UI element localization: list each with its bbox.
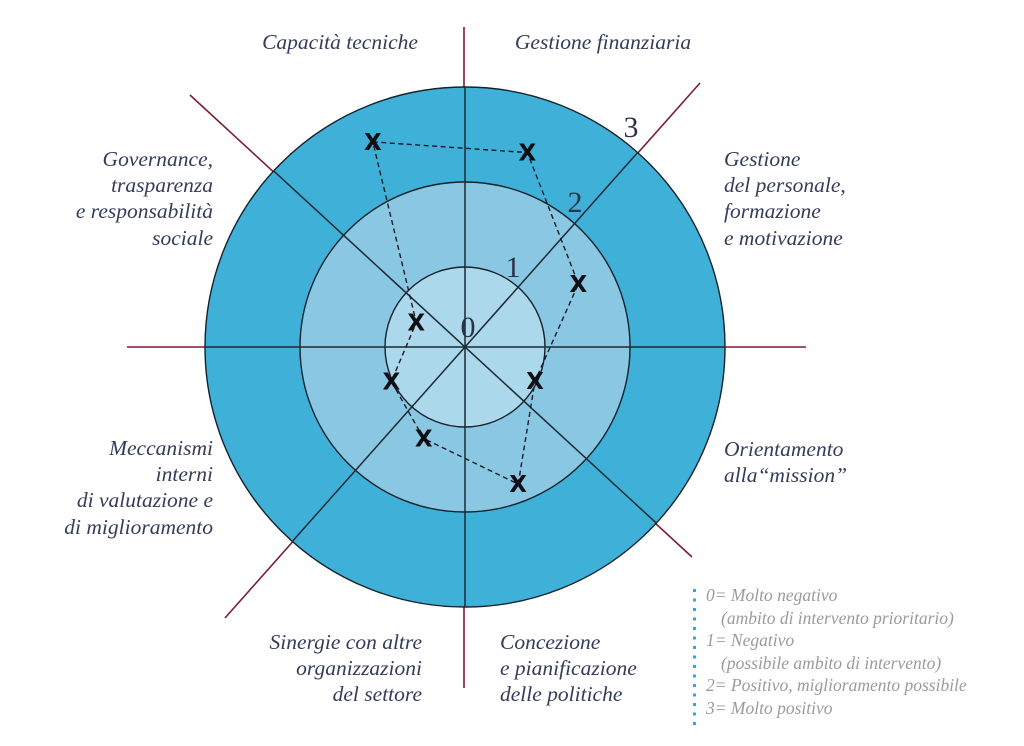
ring-value-label-2: 2 xyxy=(568,186,583,219)
sector-label-governance: Governance, trasparenza e responsabilità… xyxy=(75,147,213,250)
score-marker-5: X xyxy=(415,426,433,452)
score-marker-4: X xyxy=(509,472,527,498)
ring-value-label-0: 0 xyxy=(461,311,476,344)
scale-legend: 0= Molto negativo(ambito di intervento p… xyxy=(693,584,967,729)
legend-item: 1= Negativo xyxy=(706,630,795,651)
score-marker-6: X xyxy=(382,369,400,395)
score-marker-2: X xyxy=(570,272,588,298)
sector-label-concezione-politiche: Concezione e pianificazione delle politi… xyxy=(500,630,637,707)
score-marker-1: X xyxy=(519,141,537,167)
legend-item: 3= Molto positivo xyxy=(706,697,833,718)
sector-label-orientamento-mission: Orientamento alla“mission” xyxy=(724,437,848,488)
ring-value-label-3: 3 xyxy=(624,111,639,144)
legend-lines: 0= Molto negativo(ambito di intervento p… xyxy=(706,584,967,729)
score-marker-7: X xyxy=(407,311,425,337)
legend-item: 0= Molto negativo xyxy=(706,585,838,605)
sector-label-sinergie-settore: Sinergie con altre organizzazioni del se… xyxy=(269,630,422,707)
legend-item: (ambito di intervento prioritario) xyxy=(721,607,954,628)
spoke-inner-line xyxy=(273,170,657,524)
score-marker-0: X xyxy=(364,130,382,156)
sector-label-gestione-finanziaria: Gestione finanziaria xyxy=(514,30,692,54)
legend-dotted-line xyxy=(693,589,696,729)
sector-label-capacita-tecniche: Capacità tecniche xyxy=(262,30,418,54)
ring-value-label-1: 1 xyxy=(506,251,521,284)
legend-item: (possibile ambito di intervento) xyxy=(721,652,942,673)
sector-label-meccanismi-interni: Meccanismi interni di valutazione e di m… xyxy=(64,436,213,539)
legend-item: 2= Positivo, miglioramento possibile xyxy=(706,675,967,696)
sector-label-gestione-personale: Gestione del personale, formazione e mot… xyxy=(724,147,846,250)
score-marker-3: X xyxy=(526,369,544,395)
